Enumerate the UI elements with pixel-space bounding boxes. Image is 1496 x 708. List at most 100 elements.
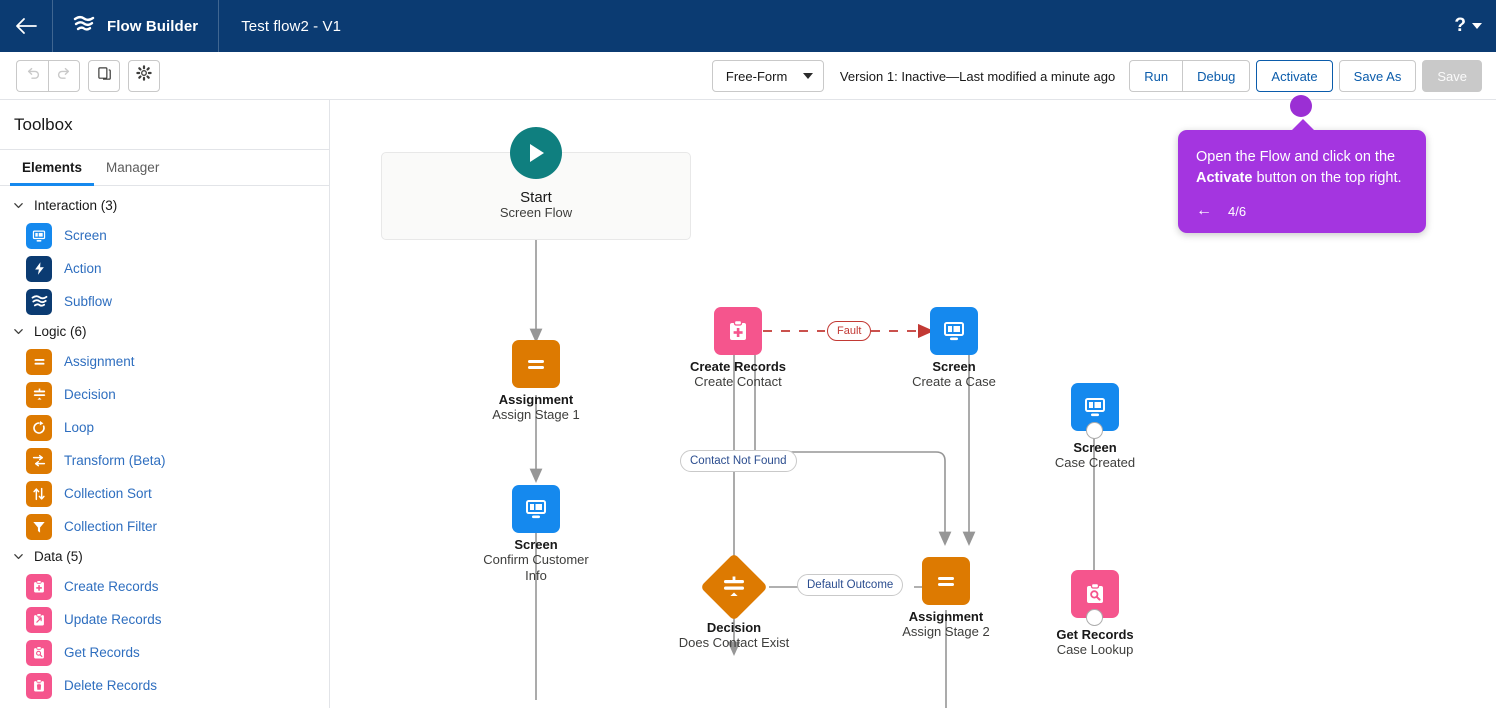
node-start[interactable]: Start Screen Flow [381,127,691,242]
element-group-label: Data (5) [34,549,83,564]
delete-records-icon [26,672,52,699]
element-item-transform-beta[interactable]: Transform (Beta) [0,444,329,477]
element-item-subflow[interactable]: Subflow [0,285,329,318]
element-item-label: Create Records [64,579,159,594]
node-screen-1-labels: Screen Confirm Customer Info [471,537,601,584]
transform-icon [26,447,52,474]
node-name-label: Create Contact [694,374,782,389]
node-type-label: Assignment [908,609,984,624]
node-type-label: Screen [514,537,558,552]
node-get-records-labels: Get Records Case Lookup [1000,627,1190,658]
version-status-text: Version 1: Inactive—Last modified a minu… [839,68,1116,84]
node-connector-handle[interactable] [1086,422,1103,439]
node-type-label: Get Records [1056,627,1134,642]
coach-tooltip: Open the Flow and click on the Activate … [1178,119,1426,233]
app-header: Flow Builder Test flow2 - V1 ? [0,0,1496,52]
help-menu-button[interactable]: ? [1454,0,1482,52]
toolbox-title: Toolbox [0,100,329,150]
coach-anchor-dot [1290,95,1312,117]
element-group-interaction[interactable]: Interaction (3) [0,192,329,219]
chevron-down-icon [12,550,25,563]
tab-manager[interactable]: Manager [106,160,160,175]
element-item-label: Get Records [64,645,140,660]
coach-tooltip-text: Open the Flow and click on the Activate … [1196,147,1408,189]
brand-area: Flow Builder [53,0,218,52]
settings-button[interactable] [128,59,160,92]
run-button[interactable]: Run [1129,60,1183,92]
coach-text-part2: button on the top right. [1252,170,1402,186]
header-divider [52,0,53,52]
element-group-label: Logic (6) [34,324,87,339]
tab-elements[interactable]: Elements [10,150,95,186]
save-as-button[interactable]: Save As [1338,60,1417,92]
layout-mode-select[interactable]: Free-Form [711,60,824,92]
node-start-labels: Start Screen Flow [441,190,631,221]
connector-label-contact-not-found[interactable]: Contact Not Found [680,450,797,472]
debug-button[interactable]: Debug [1182,60,1251,92]
element-item-label: Action [64,261,102,276]
update-records-icon [26,606,52,633]
connector-label-fault[interactable]: Fault [827,321,872,341]
element-item-label: Delete Records [64,678,158,693]
arrow-left-icon[interactable]: ← [1196,202,1212,219]
flow-toolbar: Free-Form Version 1: Inactive—Last modif… [0,52,1496,100]
layout-mode-value: Free-Form [725,68,788,84]
element-item-label: Update Records [64,612,162,627]
element-item-action[interactable]: Action [0,252,329,285]
undo-redo-group [16,59,80,92]
element-item-update-records[interactable]: Update Records [0,603,329,636]
element-item-get-records[interactable]: Get Records [0,636,329,669]
element-item-label: Subflow [64,294,113,309]
element-item-screen[interactable]: Screen [0,219,329,252]
back-button[interactable] [0,0,52,52]
node-name-label: Does Contact Exist [678,635,790,650]
screen-icon [26,222,52,249]
node-type-label: Start [520,189,552,206]
element-group-logic[interactable]: Logic (6) [0,318,329,345]
chevron-down-icon [12,325,25,338]
node-type-label: Assignment [498,392,574,407]
element-item-create-records[interactable]: Create Records [0,570,329,603]
node-assignment-2-labels: Assignment Assign Stage 2 [851,609,1041,640]
node-type-label: Screen [1073,440,1117,455]
element-item-label: Assignment [64,354,135,369]
chevron-down-icon [12,199,25,212]
element-item-assignment[interactable]: Assignment [0,345,329,378]
undo-icon [25,65,41,86]
coach-text-part1: Open the Flow and click on the [1196,149,1396,165]
coach-text-bold: Activate [1196,170,1253,186]
redo-button[interactable] [48,59,80,92]
element-item-collection-filter[interactable]: Collection Filter [0,510,329,543]
node-type-label: Create Records [689,359,787,374]
node-screen-2-labels: Screen Create a Case [859,359,1049,390]
element-item-label: Loop [64,420,95,435]
screen-icon [512,485,560,533]
node-create-records-labels: Create Records Create Contact [643,359,833,390]
element-item-label: Transform (Beta) [64,453,166,468]
node-connector-handle[interactable] [1086,609,1103,626]
save-button[interactable]: Save [1422,60,1482,92]
connector-label-default-outcome[interactable]: Default Outcome [797,574,904,596]
gear-icon [136,65,152,86]
activate-button[interactable]: Activate [1256,60,1333,92]
element-item-loop[interactable]: Loop [0,411,329,444]
element-item-delete-records[interactable]: Delete Records [0,669,329,702]
element-item-collection-sort[interactable]: Collection Sort [0,477,329,510]
decision-icon [710,563,758,611]
create-records-icon [26,573,52,600]
element-item-label: Collection Sort [64,486,152,501]
coach-step-counter: 4/6 [1228,203,1247,219]
copy-button[interactable] [88,59,120,92]
element-group-data[interactable]: Data (5) [0,543,329,570]
toolbar-left-group [0,59,160,92]
flow-canvas[interactable]: Start Screen Flow Assignment Assign Stag… [331,100,1496,708]
element-item-decision[interactable]: Decision [0,378,329,411]
collection-sort-icon [26,480,52,507]
connector-layer [529,237,1095,708]
node-screen-3-labels: Screen Case Created [1000,440,1190,471]
copy-icon [97,66,112,86]
chevron-down-icon [802,73,813,79]
undo-button[interactable] [16,59,48,92]
node-name-label: Case Lookup [1056,642,1134,657]
